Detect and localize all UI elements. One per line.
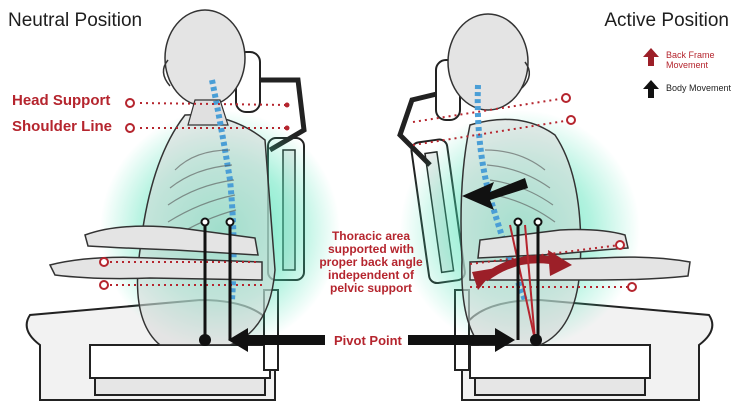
back-frame-legend-label: Back Frame Movement [666,50,736,70]
active-position-title: Active Position [604,10,729,32]
thoracic-support-caption: Thoracic area supported with proper back… [312,230,430,295]
pivot-point-label: Pivot Point [334,333,402,348]
body-movement-legend-label: Body Movement [666,83,736,93]
back-frame-arrow-icon [643,48,659,66]
neutral-position-title: Neutral Position [8,10,142,32]
shoulder-line-label: Shoulder Line [12,118,112,135]
body-movement-arrow-icon [643,80,659,98]
head-support-label: Head Support [12,92,110,109]
